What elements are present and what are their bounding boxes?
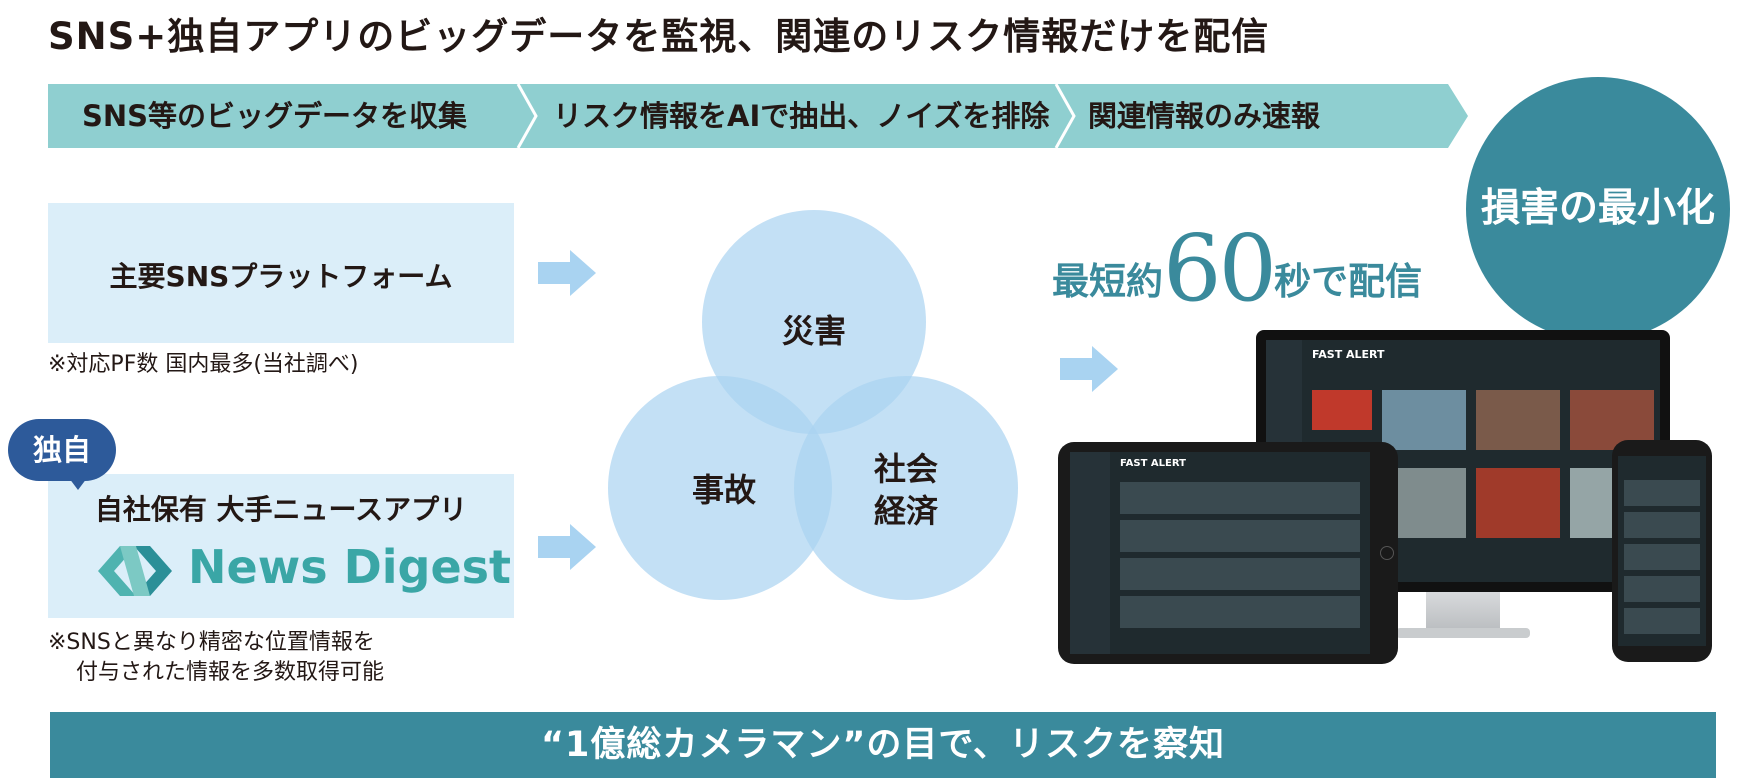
process-steps: SNS等のビッグデータを収集 リスク情報をAIで抽出、ノイズを排除 関連情報のみ… (48, 84, 1468, 148)
news-app-note-line2: 付与された情報を多数取得可能 (76, 660, 385, 685)
tablet-brand: FAST ALERT (1120, 458, 1186, 469)
venn-label-accident: 事故 (691, 471, 756, 509)
sns-platform-box: 主要SNSプラットフォーム (48, 203, 514, 343)
venn-label-society: 社会 (873, 450, 938, 488)
venn-label-economy: 経済 (873, 492, 938, 530)
news-digest-logo-text: News Digest (188, 540, 512, 594)
tablet: FAST ALERT (1058, 442, 1398, 664)
news-digest-logo: News Digest (98, 536, 511, 606)
delivery-seconds: 60 (1163, 215, 1277, 322)
own-badge: 独自 (8, 419, 116, 481)
arrow-right-icon (538, 250, 596, 296)
smartphone (1612, 440, 1712, 662)
news-digest-logo-icon (98, 546, 172, 596)
step-collect: SNS等のビッグデータを収集 (82, 99, 468, 133)
own-badge-tail (66, 474, 90, 490)
risk-venn-diagram (608, 210, 1018, 600)
venn-label-disaster: 災害 (781, 312, 846, 350)
delivery-prefix: 最短約 (1052, 260, 1163, 303)
step-extract: リスク情報をAIで抽出、ノイズを排除 (553, 99, 1050, 133)
news-app-box: 自社保有 大手ニュースアプリ News Digest (48, 474, 514, 618)
news-app-title: 自社保有 大手ニュースアプリ (94, 493, 468, 526)
venn-circle-disaster (702, 210, 926, 434)
desktop-brand: FAST ALERT (1312, 348, 1385, 361)
delivery-time: 最短約60秒で配信 (1052, 215, 1422, 322)
page-title: SNS+独自アプリのビッグデータを監視、関連のリスク情報だけを配信 (48, 15, 1270, 58)
delivery-suffix: 秒で配信 (1274, 260, 1423, 303)
arrow-right-icon (538, 524, 596, 570)
sns-note: ※対応PF数 国内最多(当社調べ) (48, 352, 359, 377)
damage-minimization-circle: 損害の最小化 (1466, 77, 1730, 341)
venn-circle-society (794, 376, 1018, 600)
bottom-banner: “1億総カメラマン”の目で、リスクを察知 (50, 712, 1716, 778)
sns-platform-title: 主要SNSプラットフォーム (109, 260, 453, 293)
venn-circle-accident (608, 376, 832, 600)
step-band (48, 84, 1468, 148)
news-app-note-line1: ※SNSと異なり精密な位置情報を (48, 630, 375, 655)
step-deliver: 関連情報のみ速報 (1088, 99, 1321, 133)
arrow-right-icon (1060, 346, 1118, 392)
